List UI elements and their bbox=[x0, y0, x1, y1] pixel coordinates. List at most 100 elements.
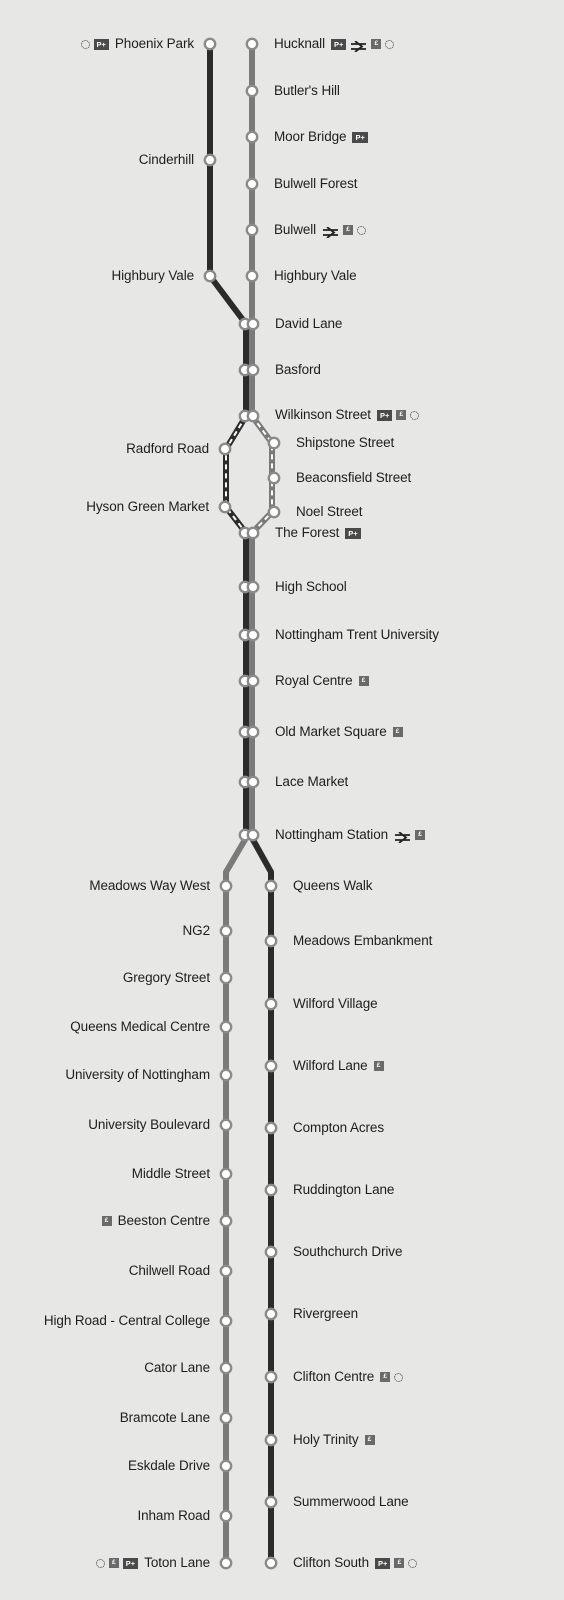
station-label-beeston-centre[interactable]: Beeston Centre bbox=[117, 1213, 211, 1228]
stop-marker-meadows-way-west[interactable] bbox=[219, 879, 233, 893]
stop-marker-chilwell-road[interactable] bbox=[219, 1264, 233, 1278]
station-label-the-forest[interactable]: The Forest bbox=[275, 525, 340, 540]
stop-marker-rivergreen[interactable] bbox=[264, 1307, 278, 1321]
station-label-meadows-embankment[interactable]: Meadows Embankment bbox=[293, 933, 433, 948]
stop-marker-inham-road[interactable] bbox=[219, 1509, 233, 1523]
stop-marker-bulwell-forest[interactable] bbox=[245, 177, 259, 191]
station-label-royal-centre[interactable]: Royal Centre bbox=[275, 673, 353, 688]
stop-marker-clifton-centre[interactable] bbox=[264, 1370, 278, 1384]
stop-marker-highbury-vale-r[interactable] bbox=[245, 269, 259, 283]
station-label-wilford-lane[interactable]: Wilford Lane bbox=[293, 1058, 368, 1073]
station-label-ntu[interactable]: Nottingham Trent University bbox=[275, 627, 439, 642]
stop-marker-university-boulevard[interactable] bbox=[219, 1118, 233, 1132]
stop-marker-royal-centre-2[interactable] bbox=[246, 674, 260, 688]
stop-marker-eskdale-drive[interactable] bbox=[219, 1459, 233, 1473]
station-label-lace-market[interactable]: Lace Market bbox=[275, 774, 349, 789]
stop-marker-toton-lane[interactable] bbox=[219, 1556, 233, 1570]
stop-marker-holy-trinity[interactable] bbox=[264, 1433, 278, 1447]
stop-marker-lace-market-2[interactable] bbox=[246, 775, 260, 789]
station-label-summerwood-lane[interactable]: Summerwood Lane bbox=[293, 1494, 409, 1509]
station-label-clifton-centre[interactable]: Clifton Centre bbox=[293, 1369, 375, 1384]
station-label-gregory-street[interactable]: Gregory Street bbox=[122, 970, 210, 985]
station-label-clifton-south[interactable]: Clifton South bbox=[293, 1555, 369, 1570]
station-label-southchurch-drive[interactable]: Southchurch Drive bbox=[293, 1244, 403, 1259]
station-label-moor-bridge[interactable]: Moor Bridge bbox=[274, 129, 347, 144]
station-label-high-school[interactable]: High School bbox=[275, 579, 347, 594]
station-label-ng2[interactable]: NG2 bbox=[182, 923, 211, 938]
stop-marker-ntu-2[interactable] bbox=[246, 628, 260, 642]
stop-marker-southchurch-drive[interactable] bbox=[264, 1245, 278, 1259]
station-label-wilkinson-street[interactable]: Wilkinson Street bbox=[275, 407, 371, 422]
stop-marker-wilford-lane[interactable] bbox=[264, 1059, 278, 1073]
stop-marker-high-road[interactable] bbox=[219, 1314, 233, 1328]
stop-marker-shipstone-street[interactable] bbox=[267, 436, 281, 450]
stop-marker-gregory-street[interactable] bbox=[219, 971, 233, 985]
station-label-highbury-vale-r[interactable]: Highbury Vale bbox=[274, 268, 357, 283]
station-label-bramcote-lane[interactable]: Bramcote Lane bbox=[119, 1410, 210, 1425]
stop-marker-compton-acres[interactable] bbox=[264, 1121, 278, 1135]
stop-marker-clifton-south[interactable] bbox=[264, 1556, 278, 1570]
station-label-toton-lane[interactable]: Toton Lane bbox=[144, 1555, 210, 1570]
stop-marker-queens-medical-centre[interactable] bbox=[219, 1020, 233, 1034]
stop-marker-beeston-centre[interactable] bbox=[219, 1214, 233, 1228]
station-label-university-of-nottingham[interactable]: University of Nottingham bbox=[65, 1067, 210, 1082]
station-label-chilwell-road[interactable]: Chilwell Road bbox=[128, 1263, 210, 1278]
stop-marker-nottingham-station-2[interactable] bbox=[246, 828, 260, 842]
station-label-noel-street[interactable]: Noel Street bbox=[296, 504, 363, 519]
stop-marker-basford-2[interactable] bbox=[246, 363, 260, 377]
stop-marker-radford-road[interactable] bbox=[218, 442, 232, 456]
stop-marker-university-of-nottingham[interactable] bbox=[219, 1068, 233, 1082]
stop-marker-old-market-square-2[interactable] bbox=[246, 725, 260, 739]
stop-marker-middle-street[interactable] bbox=[219, 1167, 233, 1181]
stop-marker-phoenix-park[interactable] bbox=[203, 37, 217, 51]
station-label-butlers-hill[interactable]: Butler's Hill bbox=[274, 83, 340, 98]
stop-marker-summerwood-lane[interactable] bbox=[264, 1495, 278, 1509]
stop-marker-beaconsfield-street[interactable] bbox=[267, 471, 281, 485]
station-label-highbury-vale-l[interactable]: Highbury Vale bbox=[111, 268, 195, 283]
station-label-holy-trinity[interactable]: Holy Trinity bbox=[293, 1432, 359, 1447]
stop-marker-wilkinson-street-2[interactable] bbox=[246, 409, 260, 423]
station-label-wilford-village[interactable]: Wilford Village bbox=[293, 996, 378, 1011]
stop-marker-the-forest-2[interactable] bbox=[246, 526, 260, 540]
stop-marker-ng2[interactable] bbox=[219, 924, 233, 938]
stop-marker-bramcote-lane[interactable] bbox=[219, 1411, 233, 1425]
stop-marker-meadows-embankment[interactable] bbox=[264, 934, 278, 948]
station-label-hucknall[interactable]: Hucknall bbox=[274, 36, 325, 51]
station-label-ruddington-lane[interactable]: Ruddington Lane bbox=[293, 1182, 395, 1197]
stop-marker-highbury-vale-l[interactable] bbox=[203, 269, 217, 283]
stop-marker-high-school-2[interactable] bbox=[246, 580, 260, 594]
station-label-eskdale-drive[interactable]: Eskdale Drive bbox=[128, 1458, 210, 1473]
station-label-nottingham-station[interactable]: Nottingham Station bbox=[275, 827, 389, 842]
station-label-high-road[interactable]: High Road - Central College bbox=[43, 1313, 210, 1328]
station-label-university-boulevard[interactable]: University Boulevard bbox=[88, 1117, 210, 1132]
stop-marker-wilford-village[interactable] bbox=[264, 997, 278, 1011]
stop-marker-cinderhill[interactable] bbox=[203, 153, 217, 167]
station-label-cator-lane[interactable]: Cator Lane bbox=[144, 1360, 210, 1375]
station-label-inham-road[interactable]: Inham Road bbox=[137, 1508, 210, 1523]
stop-marker-ruddington-lane[interactable] bbox=[264, 1183, 278, 1197]
stop-marker-david-lane-2[interactable] bbox=[246, 317, 260, 331]
station-label-hyson-green-market[interactable]: Hyson Green Market bbox=[86, 499, 209, 514]
stop-marker-hucknall[interactable] bbox=[245, 37, 259, 51]
station-label-david-lane[interactable]: David Lane bbox=[275, 316, 343, 331]
station-label-bulwell-forest[interactable]: Bulwell Forest bbox=[274, 176, 358, 191]
station-label-shipstone-street[interactable]: Shipstone Street bbox=[296, 435, 395, 450]
station-label-radford-road[interactable]: Radford Road bbox=[126, 441, 209, 456]
stop-marker-bulwell[interactable] bbox=[245, 223, 259, 237]
station-label-meadows-way-west[interactable]: Meadows Way West bbox=[89, 878, 210, 893]
station-label-bulwell[interactable]: Bulwell bbox=[274, 222, 317, 237]
station-label-rivergreen[interactable]: Rivergreen bbox=[293, 1306, 359, 1321]
station-label-basford[interactable]: Basford bbox=[275, 362, 321, 377]
station-label-middle-street[interactable]: Middle Street bbox=[131, 1166, 210, 1181]
stop-marker-butlers-hill[interactable] bbox=[245, 84, 259, 98]
station-label-queens-medical-centre[interactable]: Queens Medical Centre bbox=[70, 1019, 210, 1034]
station-label-compton-acres[interactable]: Compton Acres bbox=[293, 1120, 384, 1135]
stop-marker-hyson-green-market[interactable] bbox=[218, 500, 232, 514]
stop-marker-moor-bridge[interactable] bbox=[245, 130, 259, 144]
station-label-beaconsfield-street[interactable]: Beaconsfield Street bbox=[296, 470, 412, 485]
station-label-cinderhill[interactable]: Cinderhill bbox=[138, 152, 194, 167]
station-label-phoenix-park[interactable]: Phoenix Park bbox=[114, 36, 194, 51]
stop-marker-cator-lane[interactable] bbox=[219, 1361, 233, 1375]
station-label-old-market-square[interactable]: Old Market Square bbox=[275, 724, 387, 739]
station-label-queens-walk[interactable]: Queens Walk bbox=[293, 878, 373, 893]
